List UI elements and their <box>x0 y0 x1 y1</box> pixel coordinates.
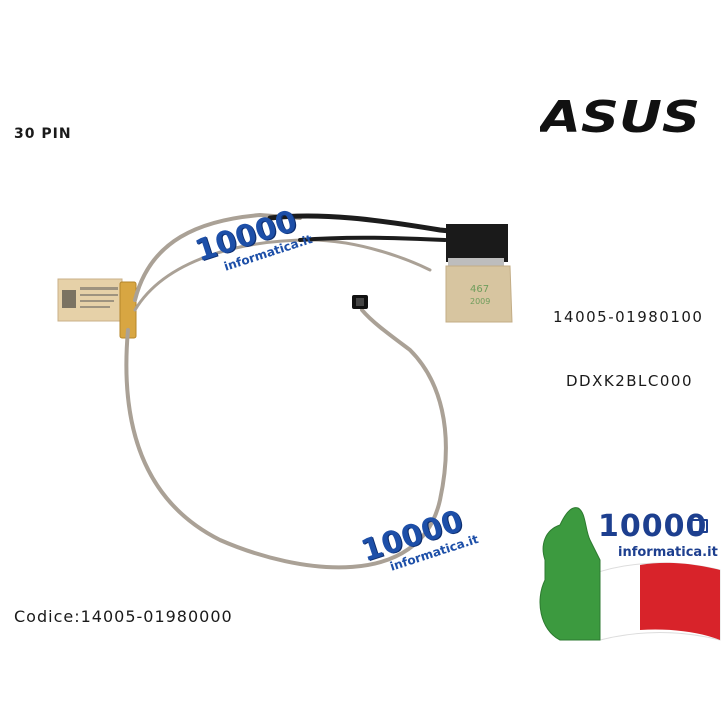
small-connector <box>352 295 368 309</box>
right-connector: 467 2009 <box>445 224 513 323</box>
informatica-logo: 10000 informatica.it <box>540 505 720 635</box>
codice-label: Codice:14005-01980000 <box>14 607 233 626</box>
svg-text:2009: 2009 <box>470 297 490 306</box>
laptop-icon <box>690 519 708 533</box>
brand-site: informatica.it <box>618 545 718 560</box>
part-number-2: DDXK2BLC000 <box>566 372 694 390</box>
asus-logo: ASUS <box>536 92 710 143</box>
thumbs-up-icon <box>539 507 721 641</box>
brand-number: 10000 <box>598 509 708 544</box>
asus-logo-text: ASUS <box>540 96 700 138</box>
part-number-1: 14005-01980100 <box>553 308 704 326</box>
left-connector <box>57 278 137 339</box>
svg-text:467: 467 <box>470 284 489 295</box>
grey-cables <box>124 212 448 570</box>
pin-count-label: 30 PIN <box>14 126 72 142</box>
black-cables <box>267 213 463 242</box>
